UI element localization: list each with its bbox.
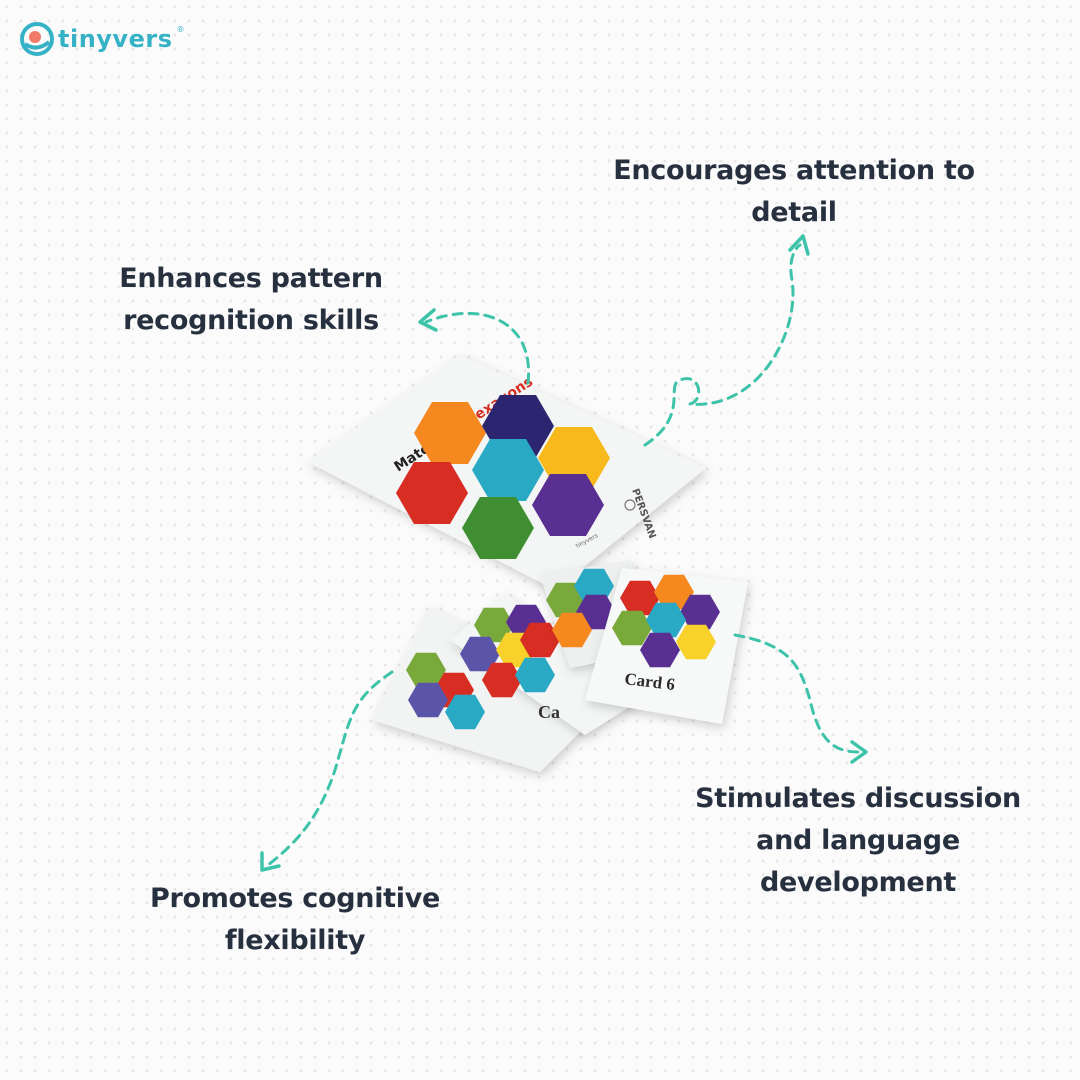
arrowhead-attention-icon — [788, 234, 810, 256]
arrow-to-flexibility — [266, 670, 394, 867]
caption-discussion-language: Stimulates discussion and language devel… — [695, 783, 1021, 898]
arrow-to-discussion — [733, 633, 860, 754]
arrowhead-discussion-icon — [850, 740, 868, 764]
caption-cognitive-flexibility: Promotes cognitive flexibility — [149, 883, 441, 956]
caption-pattern-recognition: Enhances pattern recognition skills — [119, 263, 383, 336]
tinyvers-logo-icon — [20, 22, 54, 56]
brand-logo: tinyvers ® — [20, 22, 184, 56]
arrow-to-attention — [643, 243, 802, 447]
pattern-card-front: Card 6 — [585, 568, 748, 724]
hexagon-board: Match the Hexagons PERSVAN tinyvers — [308, 355, 706, 590]
arrow-to-pattern — [424, 311, 531, 385]
card-label-partial: Ca — [538, 702, 560, 722]
arrowhead-flexibility-icon — [260, 851, 281, 872]
registered-mark: ® — [176, 24, 185, 34]
logo-text: tinyvers — [58, 25, 173, 53]
caption-attention-to-detail: Encourages attention to detail — [613, 155, 975, 228]
arrowhead-pattern-icon — [418, 308, 438, 332]
brand-emblem-icon — [624, 499, 636, 511]
